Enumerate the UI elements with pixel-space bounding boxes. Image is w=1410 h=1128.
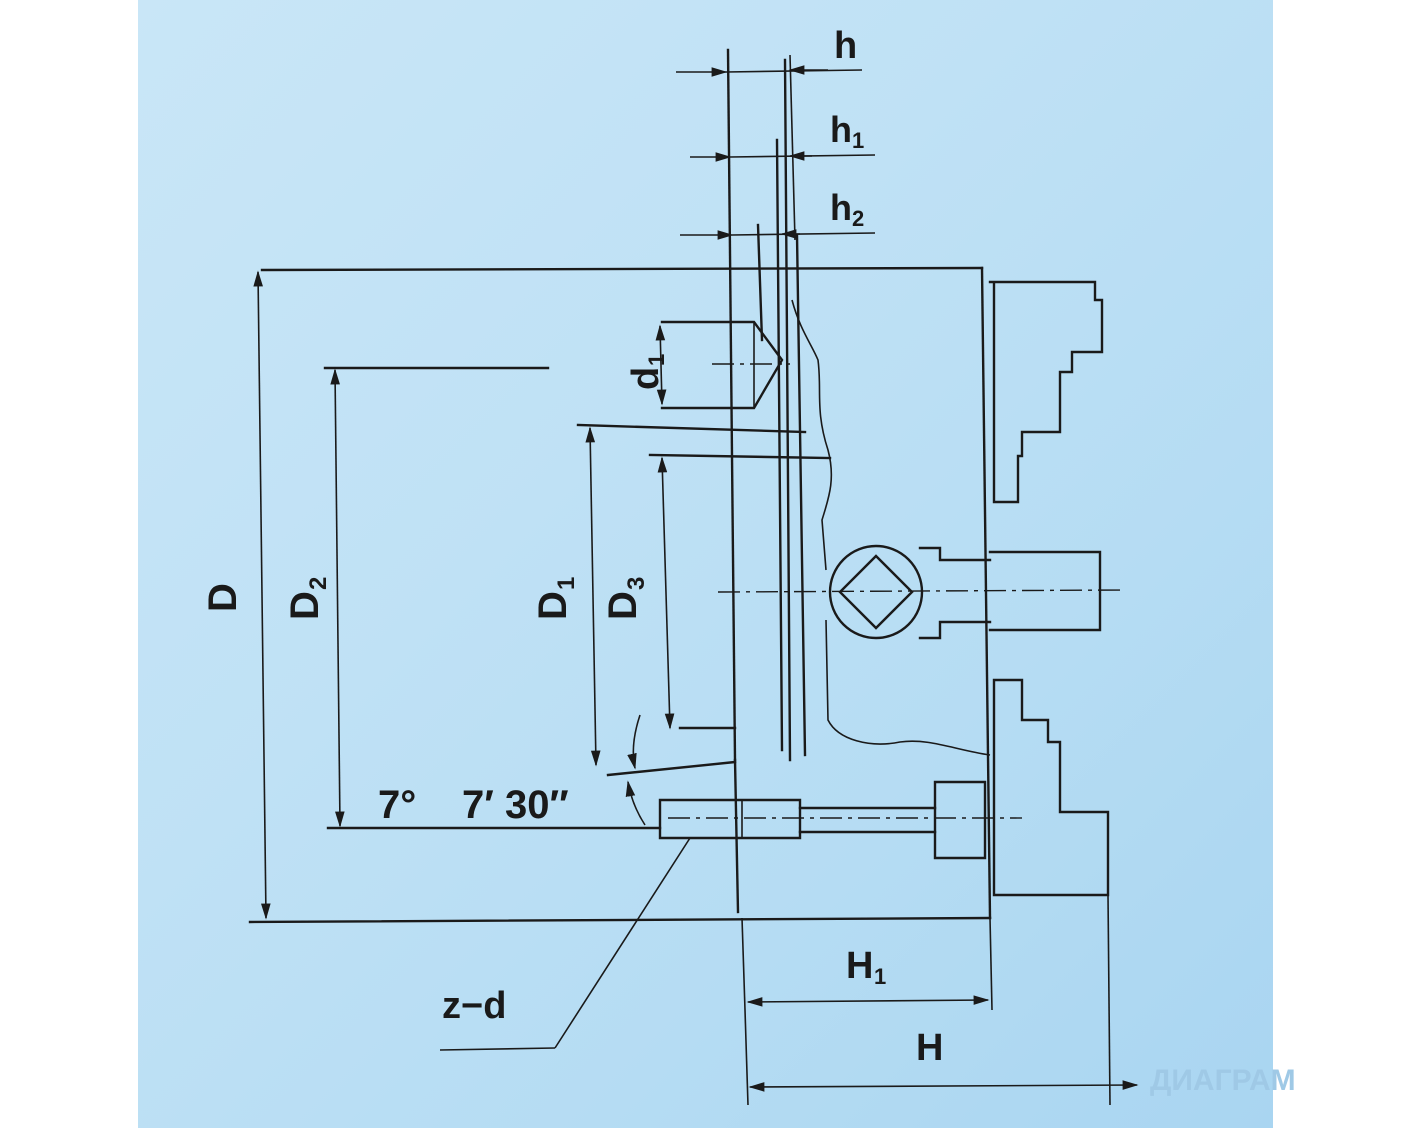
label-angle-7deg: 7° — [378, 783, 416, 827]
label-h2: h 2 — [830, 187, 864, 231]
svg-text:D: D — [283, 591, 327, 620]
svg-text:2: 2 — [852, 206, 864, 231]
label-D2: D 2 — [283, 577, 332, 620]
chuck-body — [248, 48, 1126, 924]
watermark: ДИАГРАМ — [1150, 1064, 1296, 1097]
label-H: H — [916, 1027, 943, 1069]
svg-text:1: 1 — [553, 577, 580, 590]
label-D1: D 1 — [531, 577, 580, 620]
label-h: h — [834, 25, 857, 67]
label-H1: H 1 — [846, 945, 886, 989]
svg-text:D: D — [531, 591, 575, 620]
label-D: D — [201, 583, 245, 612]
svg-text:D: D — [201, 583, 245, 612]
label-D3: D 3 — [601, 577, 650, 620]
label-angle-7min30sec: 7′ 30″ — [462, 783, 569, 827]
svg-text:d: d — [625, 367, 667, 390]
dimension-lines — [253, 54, 1139, 1106]
svg-text:D: D — [601, 591, 645, 620]
label-d1: d 1 — [625, 354, 669, 390]
svg-text:1: 1 — [852, 128, 864, 153]
svg-text:h: h — [830, 109, 852, 150]
svg-text:2: 2 — [305, 577, 332, 590]
drawing-sheet — [138, 0, 1273, 1128]
svg-text:1: 1 — [874, 964, 886, 989]
label-h1: h 1 — [830, 109, 864, 153]
svg-text:1: 1 — [644, 354, 669, 366]
svg-text:h: h — [830, 187, 852, 228]
dimension-labels: h h 1 h 2 d 1 D D 2 D 1 D 3 7° 7′ 30″ — [201, 25, 943, 1069]
label-z-d: z−d — [442, 985, 506, 1027]
svg-text:3: 3 — [623, 577, 650, 590]
svg-text:H: H — [846, 945, 873, 987]
